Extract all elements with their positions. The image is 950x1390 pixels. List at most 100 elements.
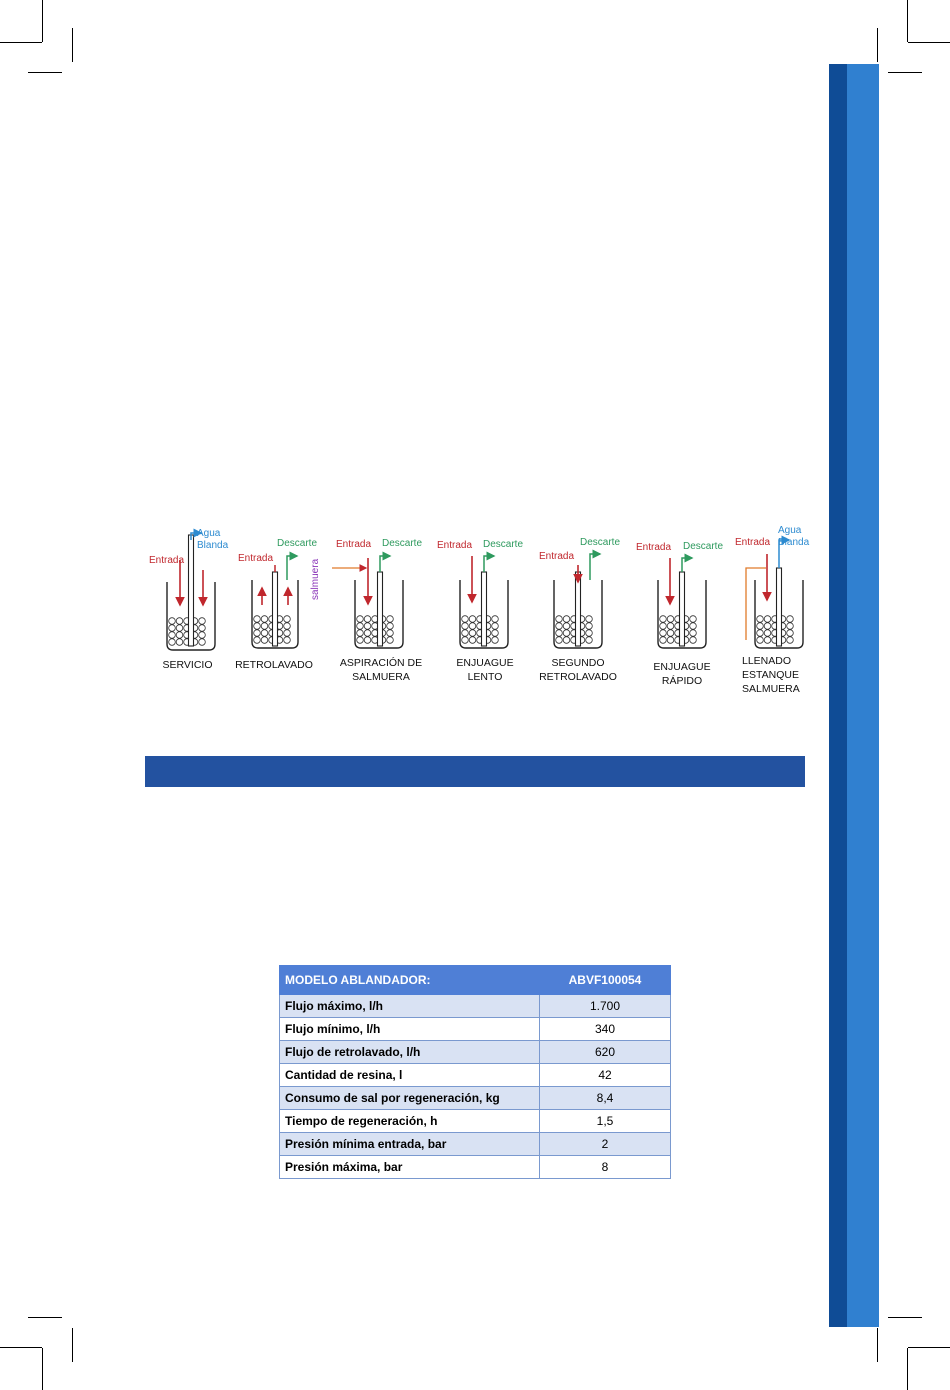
row-param: Presión máxima, bar (279, 1155, 540, 1179)
stage-4-resin-bead (461, 636, 469, 644)
stage-1-resin-bead (198, 624, 206, 632)
table-row: Cantidad de resina, l 42 (279, 1063, 671, 1087)
stage-2-resin-bead (253, 615, 261, 623)
stage-4-resin-bead (461, 622, 469, 630)
header-param: MODELO ABLANDADOR: (279, 965, 540, 995)
stage-1-resin-bead (168, 617, 176, 625)
stage-4-resin-bead (468, 615, 477, 623)
specs-table: MODELO ABLANDADOR: ABVF100054 Flujo máxi… (279, 965, 671, 1179)
crop-mark (907, 0, 908, 42)
stage-3-resin-bead (356, 636, 364, 644)
stage-4-tank (459, 580, 509, 649)
stage-7-name: LLENADO ESTANQUE SALMUERA (742, 655, 800, 695)
stage-6-resin-bead (659, 615, 667, 623)
stage-1-resin-bead (175, 617, 184, 625)
stage-5-resin-bead (562, 629, 571, 637)
stage-2-resin-bead (253, 636, 261, 644)
stage-3-resin-bead (363, 615, 372, 623)
table-row: Presión máxima, bar 8 (279, 1155, 671, 1179)
stage-2-name: RETROLAVADO (235, 659, 313, 671)
table-row: Tiempo de regeneración, h 1,5 (279, 1109, 671, 1133)
stage-4-resin-bead (468, 636, 477, 644)
row-value: 1,5 (539, 1109, 671, 1133)
stage-4-resin-bead (461, 615, 469, 623)
stage-6-resin-bead (666, 615, 675, 623)
row-value: 340 (539, 1017, 671, 1041)
stage-3-resin-bead (363, 622, 372, 630)
row-value: 8,4 (539, 1086, 671, 1110)
stage-1-tank (166, 582, 216, 651)
stage-3-tank (354, 580, 404, 649)
stage-7-resin-bead (756, 636, 764, 644)
stage-1-outlet-arrow (190, 528, 203, 540)
table-header-row: MODELO ABLANDADOR: ABVF100054 (279, 965, 671, 995)
stage-4-resin-bead (491, 622, 499, 630)
stage-5-resin-bead (585, 636, 593, 644)
stage-4-resin-bead (468, 629, 477, 637)
table-row: Flujo máximo, l/h 1.700 (279, 994, 671, 1018)
stage-7-resin-bead (756, 629, 764, 637)
table-row: Consumo de sal por regeneración, kg 8,4 (279, 1086, 671, 1110)
stage-4-resin-bead (491, 615, 499, 623)
stage-1-resin-bead (168, 638, 176, 646)
table-row: Presión mínima entrada, bar 2 (279, 1132, 671, 1156)
stage-5-resin-bead (585, 615, 593, 623)
stage-2-resin-bead (283, 629, 291, 637)
row-param: Tiempo de regeneración, h (279, 1109, 540, 1133)
stage-1-resin-bead (168, 624, 176, 632)
row-value: 8 (539, 1155, 671, 1179)
stage-3-resin-bead (356, 629, 364, 637)
stage-7-resin-bead (786, 629, 794, 637)
stage-5-resin-bead (555, 629, 563, 637)
stage-5-resin-bead (555, 636, 563, 644)
stage-2-descarte-label: Descarte (277, 538, 318, 549)
stage-6-outlet-arrow (681, 553, 694, 572)
stage-6-resin-bead (689, 615, 697, 623)
stage-7-riser-tube (775, 567, 783, 647)
stage-6-resin-bead (689, 636, 697, 644)
row-param: Flujo de retrolavado, l/h (279, 1040, 540, 1064)
stage-3-resin-bead (363, 629, 372, 637)
stage-3-riser-tube (376, 571, 384, 647)
stage-7-agua-blanda-label: Agua Blanda (778, 525, 810, 548)
crop-mark (908, 42, 950, 43)
crop-mark (28, 1317, 62, 1318)
stage-2-resin-bead (260, 622, 269, 630)
stage-2-entrada-label: Entrada (238, 553, 274, 564)
stage-1-resin-bead (198, 617, 206, 625)
stage-1-resin-bead (175, 638, 184, 646)
row-param: Flujo mínimo, l/h (279, 1017, 540, 1041)
stage-6-resin-bead (689, 629, 697, 637)
stage-7-resin-bead (786, 615, 794, 623)
regeneration-diagram: Entrada Agua Blanda SERVICIO Entrada Des… (140, 520, 820, 700)
stage-3-resin-bead (386, 622, 394, 630)
stage-2-resin-bead (283, 615, 291, 623)
row-param: Presión mínima entrada, bar (279, 1132, 540, 1156)
header-value: ABVF100054 (539, 965, 671, 995)
crop-mark (877, 28, 878, 62)
stage-1-riser-tube (187, 534, 195, 647)
stage-5-resin-bead (562, 615, 571, 623)
stage-5-tank (553, 580, 603, 649)
row-value: 2 (539, 1132, 671, 1156)
stage-4-entrada-label: Entrada (437, 540, 473, 551)
stage-3-resin-bead (386, 636, 394, 644)
stage-5-entrada-label: Entrada (539, 551, 575, 562)
stage-6-entrada-label: Entrada (636, 542, 672, 553)
stage-7-entrada-label: Entrada (735, 537, 771, 548)
crop-mark (907, 1348, 908, 1390)
stage-2-resin-bead (283, 636, 291, 644)
stage-4-descarte-label: Descarte (483, 539, 524, 550)
row-param: Consumo de sal por regeneración, kg (279, 1086, 540, 1110)
stage-2-resin-bead (253, 622, 261, 630)
stage-5-resin-bead (585, 622, 593, 630)
stage-1-resin-bead (175, 624, 184, 632)
stage-3-resin-bead (363, 636, 372, 644)
crop-mark (888, 1317, 922, 1318)
stage-2-riser-tube (271, 571, 279, 647)
table-row: Flujo de retrolavado, l/h 620 (279, 1040, 671, 1064)
stage-7-outlet-arrow (778, 535, 791, 568)
stage-2-resin-bead (260, 615, 269, 623)
stage-5-resin-bead (585, 629, 593, 637)
stage-4-resin-bead (468, 622, 477, 630)
